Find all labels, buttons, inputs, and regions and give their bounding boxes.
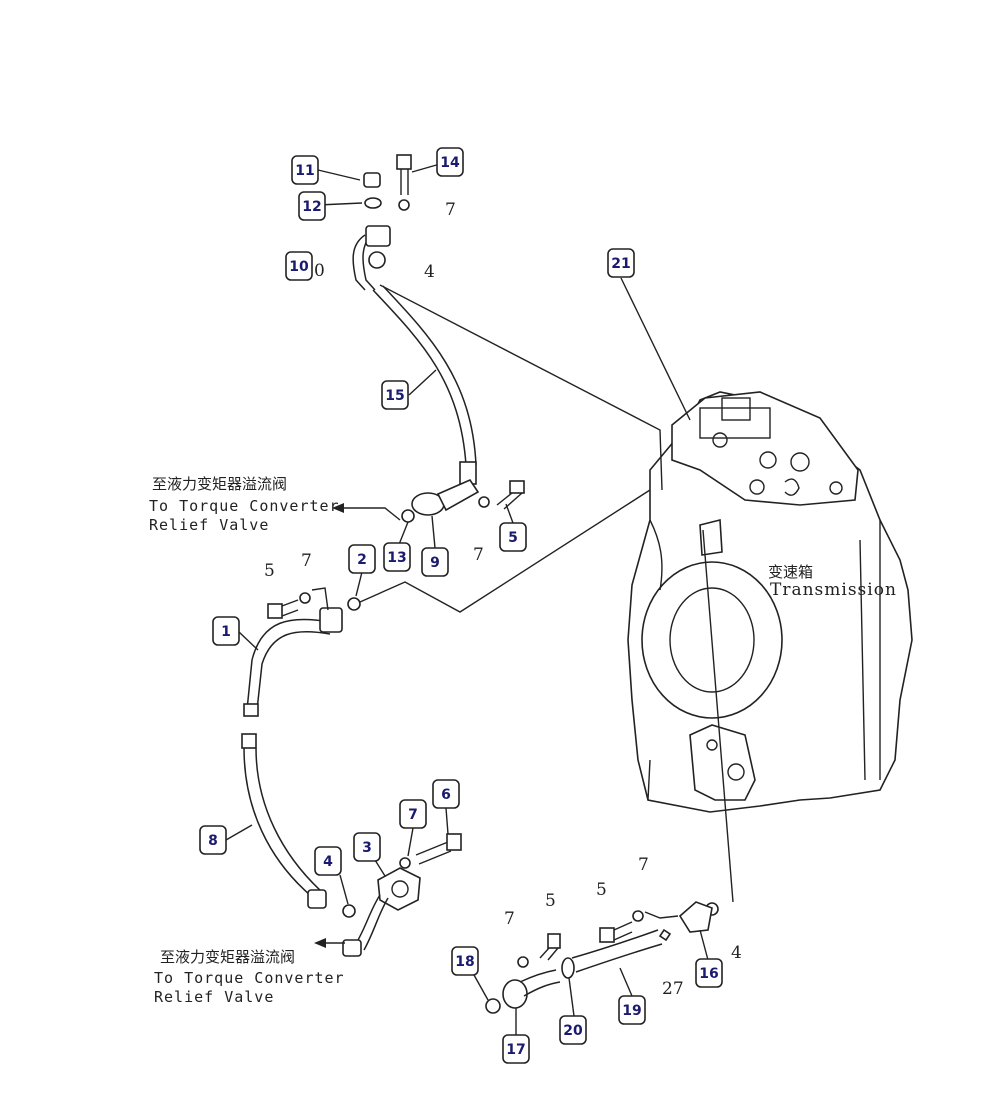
- caption-top-relief-valve: 至液力变矩器溢流阀 To Torque Converter Relief Val…: [149, 475, 340, 534]
- callout-leaders: [225, 161, 709, 1035]
- callout-14-label: 14: [440, 155, 460, 171]
- plain-number: 4: [731, 943, 742, 963]
- callout-20-label: 20: [563, 1023, 583, 1039]
- plain-number: 27: [662, 979, 684, 999]
- caption-top-en1: To Torque Converter: [149, 497, 340, 515]
- callout-16: 16: [695, 958, 723, 988]
- callout-8-label: 8: [208, 833, 218, 849]
- callout-6-label: 6: [441, 787, 451, 803]
- caption-top-cn: 至液力变矩器溢流阀: [152, 475, 287, 493]
- callout-7: 7: [399, 799, 427, 829]
- plain-number: 5: [545, 891, 556, 911]
- callout-18: 18: [451, 946, 479, 976]
- callout-3-label: 3: [362, 840, 372, 856]
- callout-12: 12: [298, 191, 326, 221]
- callout-8: 8: [199, 825, 227, 855]
- caption-bottom-en1: To Torque Converter: [154, 969, 345, 987]
- plain-number: 4: [424, 262, 435, 282]
- callout-2: 2: [348, 544, 376, 574]
- caption-top-en2: Relief Valve: [149, 516, 269, 534]
- callout-2-label: 2: [357, 552, 367, 568]
- plain-number: 7: [504, 909, 515, 929]
- plain-number: 7: [445, 200, 456, 220]
- callout-6: 6: [432, 779, 460, 809]
- callout-14: 14: [436, 147, 464, 177]
- transmission-housing: [627, 391, 913, 813]
- callout-1: 1: [212, 616, 240, 646]
- caption-bottom-en2: Relief Valve: [154, 988, 274, 1006]
- caption-bottom-relief-valve: 至液力变矩器溢流阀 To Torque Converter Relief Val…: [154, 948, 345, 1006]
- callout-4-label: 4: [323, 854, 333, 870]
- caption-transmission-en: Transmission: [770, 580, 897, 600]
- plain-number: 5: [596, 880, 607, 900]
- callout-4: 4: [314, 846, 342, 876]
- callout-10-label: 10: [289, 259, 309, 275]
- pipes-and-leaders: [241, 154, 734, 1014]
- callout-19-label: 19: [622, 1003, 641, 1019]
- callout-9: 9: [421, 547, 449, 577]
- callout-5: 5: [499, 522, 527, 552]
- callout-11-label: 11: [295, 163, 314, 179]
- callout-15: 15: [381, 380, 409, 410]
- caption-transmission: 变速箱 Transmission: [768, 563, 897, 600]
- plain-number: 5: [264, 561, 275, 581]
- callout-21-label: 21: [611, 256, 630, 272]
- callout-9-label: 9: [430, 555, 440, 571]
- callout-19: 19: [618, 995, 646, 1025]
- callout-13: 13: [383, 542, 411, 572]
- callout-15-label: 15: [385, 388, 404, 404]
- plain-number: 0: [314, 261, 325, 281]
- callout-18-label: 18: [455, 954, 474, 970]
- callout-11: 11: [291, 155, 319, 185]
- callout-10: 10: [285, 251, 313, 281]
- callout-5-label: 5: [508, 530, 518, 546]
- plain-number: 7: [301, 551, 312, 571]
- callout-21: 21: [607, 248, 635, 278]
- callout-20: 20: [559, 1015, 587, 1045]
- callout-1-label: 1: [221, 624, 231, 640]
- plain-number: 7: [638, 855, 649, 875]
- callout-17: 17: [502, 1034, 530, 1064]
- plain-number: 7: [473, 545, 484, 565]
- callout-13-label: 13: [387, 550, 406, 566]
- caption-bottom-cn: 至液力变矩器溢流阀: [160, 948, 295, 966]
- caption-transmission-cn: 变速箱: [768, 563, 813, 581]
- callout-17-label: 17: [506, 1042, 525, 1058]
- callout-16-label: 16: [699, 966, 718, 982]
- callout-7-label: 7: [408, 807, 418, 823]
- callout-3: 3: [353, 832, 381, 862]
- callout-12-label: 12: [302, 199, 321, 215]
